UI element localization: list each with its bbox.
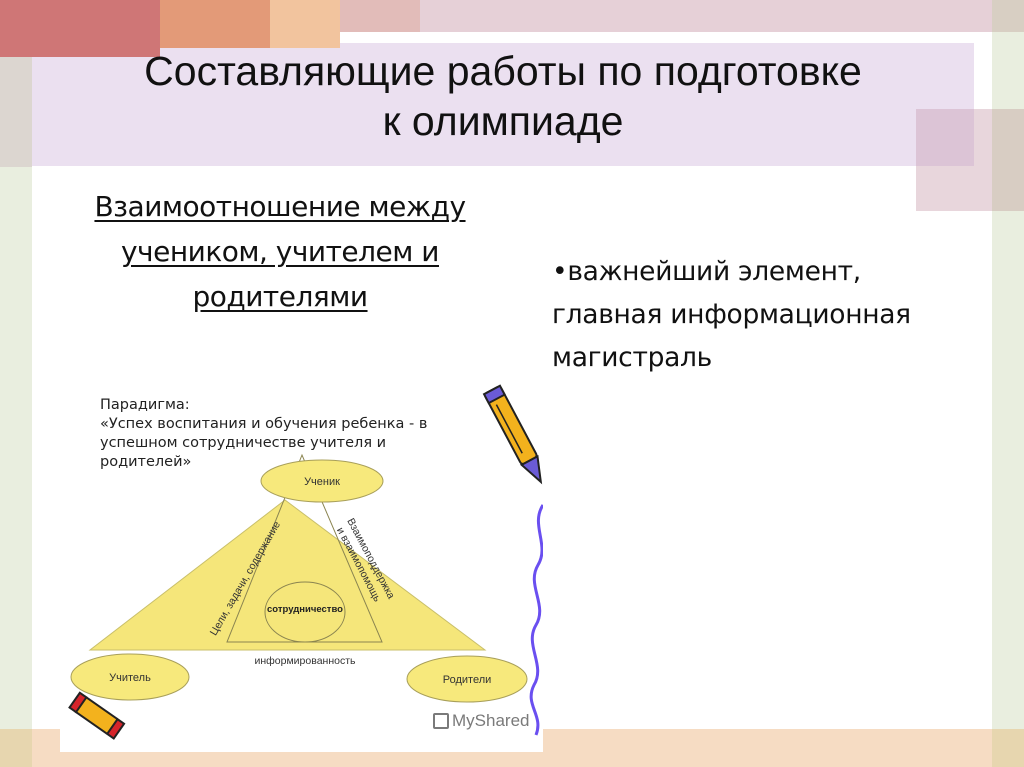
decor-right-top (992, 0, 1024, 32)
decor-left-block (0, 57, 32, 167)
watermark-text: MyShared (452, 711, 530, 730)
decor-top-red (0, 0, 160, 57)
presentation-icon (433, 713, 449, 729)
svg-text:сотрудничество: сотрудничество (267, 604, 343, 615)
relationship-diagram: Парадигма: «Успех воспитания и обучения … (60, 380, 543, 752)
paradigm-line-3: родителей» (100, 454, 192, 470)
watermark: MyShared (433, 711, 529, 731)
subheading-line-2: учеником, учителем и (120, 235, 440, 268)
bullet-text: •важнейший элемент, главная информационн… (552, 250, 992, 379)
paradigm-text: Парадигма: «Успех воспитания и обучения … (100, 396, 460, 472)
bullet-line-3: магистраль (552, 342, 712, 373)
pencil-icon (482, 384, 543, 485)
decor-right-pink-overlap (916, 109, 974, 166)
squiggle-line (529, 504, 543, 736)
decor-top-peach (270, 0, 340, 48)
paradigm-line-2: успешном сотрудничестве учителя и (100, 435, 387, 451)
diagram-graphic: Ученик Учитель Родители сотрудничество и… (68, 384, 543, 740)
decor-bottom-left (0, 729, 32, 767)
decor-bottom-right (992, 729, 1024, 767)
crayon-icon (68, 691, 126, 740)
svg-text:Родители: Родители (443, 674, 492, 686)
subheading-line-1: Взаимоотношение между (94, 190, 466, 223)
svg-text:Ученик: Ученик (304, 476, 340, 488)
decor-right-pink-strip (992, 109, 1024, 211)
slide-title: Составляющие работы по подготовке к олим… (32, 46, 974, 146)
decor-top-orange (160, 0, 270, 48)
bullet-line-1: •важнейший элемент, (552, 256, 861, 287)
subheading: Взаимоотношение между учеником, учителем… (40, 184, 520, 319)
title-line-2: к олимпиаде (382, 98, 624, 144)
title-background (32, 43, 974, 166)
svg-text:информированность: информированность (254, 655, 356, 667)
outer-triangle (88, 499, 487, 651)
bullet-line-2: главная информационная (552, 299, 911, 330)
svg-text:Учитель: Учитель (109, 672, 151, 684)
paradigm-line-1: «Успех воспитания и обучения ребенка - в (100, 416, 428, 432)
decor-top-pink (340, 0, 420, 32)
subheading-line-3: родителями (192, 280, 368, 313)
paradigm-label: Парадигма: (100, 397, 190, 413)
title-line-1: Составляющие работы по подготовке (144, 48, 862, 94)
